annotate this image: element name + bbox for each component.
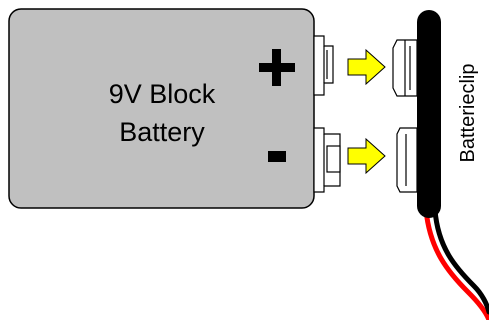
battery-label-line1: 9V Block [109,79,216,109]
minus-symbol: - [268,151,286,162]
arrow-plus [347,48,386,86]
clip-body [417,10,441,218]
battery-terminal-minus [313,127,341,193]
clip-wires [423,207,489,320]
clip-terminal-minus [396,127,418,193]
plus-symbol: + [259,49,295,86]
battery: 9V Block Battery + - [8,8,315,209]
right-arrow-icon [347,137,386,175]
clip-terminal-plus [392,39,418,97]
battery-label-line2: Battery [119,117,205,147]
clip-label: Batterieclip [457,64,479,163]
battery-terminal-plus [313,35,334,96]
snap-terminal-icon [396,127,418,193]
arrow-minus [347,137,386,175]
battery-body [8,8,315,209]
wire-black [432,207,489,315]
right-arrow-icon [347,48,386,86]
wire-red [423,207,489,320]
